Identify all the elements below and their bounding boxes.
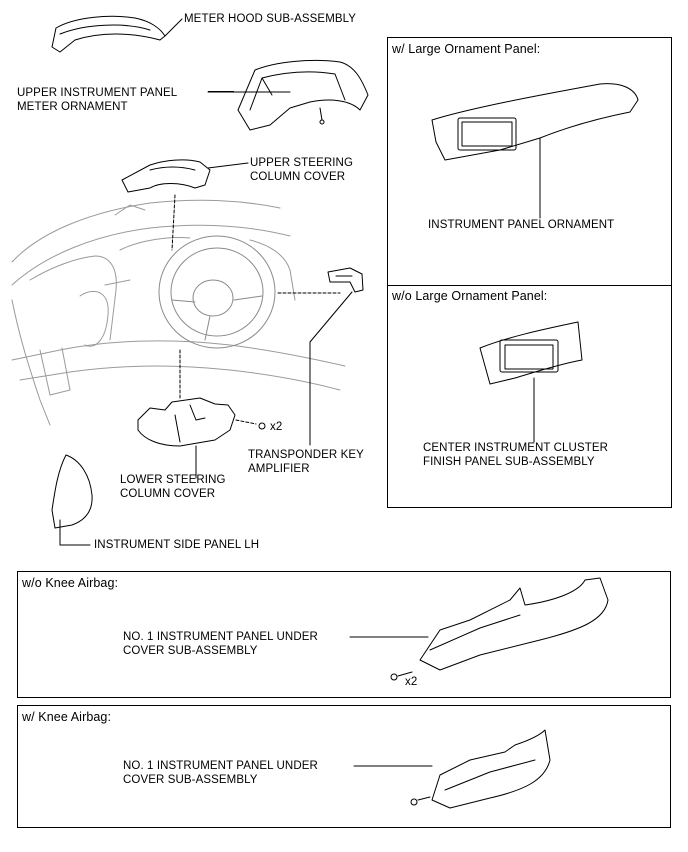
- under-cover-airbag: [353, 729, 551, 809]
- no-knee-airbag-box: [17, 571, 671, 698]
- knee-airbag-box: [17, 705, 671, 828]
- ornament-variant-divider: [388, 285, 671, 286]
- label-side-panel: INSTRUMENT SIDE PANEL LH: [94, 539, 260, 551]
- dashboard-outline: [11, 199, 346, 426]
- label-under-cover-airbag-line1: NO. 1 INSTRUMENT PANEL UNDER: [123, 760, 318, 772]
- label-under-cover-line2: COVER SUB-ASSEMBLY: [123, 645, 258, 657]
- label-lower-column-line2: COLUMN COVER: [120, 488, 216, 500]
- leader-line: [208, 91, 234, 92]
- under-cover-no-airbag: [349, 577, 609, 681]
- label-instrument-panel-ornament: INSTRUMENT PANEL ORNAMENT: [428, 219, 615, 231]
- header-no-knee-airbag: w/o Knee Airbag:: [22, 576, 119, 590]
- label-lower-column-line1: LOWER STEERING: [120, 474, 226, 486]
- steering-wheel: [158, 235, 276, 349]
- meter-ornament: [207, 59, 369, 131]
- label-under-cover-airbag-line2: COVER SUB-ASSEMBLY: [123, 774, 258, 786]
- transponder-amplifier: [277, 267, 364, 446]
- header-knee-airbag: w/ Knee Airbag:: [22, 710, 112, 724]
- label-meter-ornament-line2: METER ORNAMENT: [17, 101, 128, 113]
- label-center-cluster-line2: FINISH PANEL SUB-ASSEMBLY: [423, 456, 595, 468]
- label-transponder-line1: TRANSPONDER KEY: [248, 449, 364, 461]
- center-cluster-panel: [479, 321, 583, 443]
- header-no-large-ornament: w/o Large Ornament Panel:: [392, 289, 548, 303]
- header-large-ornament: w/ Large Ornament Panel:: [392, 42, 541, 56]
- label-meter-hood: METER HOOD SUB-ASSEMBLY: [184, 13, 357, 25]
- label-transponder-line2: AMPLIFIER: [248, 463, 310, 475]
- label-center-cluster-line1: CENTER INSTRUMENT CLUSTER: [423, 442, 609, 454]
- meter-hood: [51, 15, 183, 53]
- label-under-cover-screw-qty: x2: [405, 676, 418, 688]
- label-screw-qty: x2: [270, 421, 283, 433]
- label-upper-column-line1: UPPER STEERING: [250, 157, 354, 169]
- instrument-panel-ornament: [431, 83, 639, 219]
- upper-column-cover: [121, 159, 249, 251]
- lower-column-cover: [137, 349, 266, 479]
- label-under-cover-line1: NO. 1 INSTRUMENT PANEL UNDER: [123, 631, 318, 643]
- side-panel-lh: [51, 454, 93, 546]
- ornament-variant-box: [387, 37, 672, 508]
- label-upper-column-line2: COLUMN COVER: [250, 171, 346, 183]
- label-meter-ornament-line1: UPPER INSTRUMENT PANEL: [17, 87, 178, 99]
